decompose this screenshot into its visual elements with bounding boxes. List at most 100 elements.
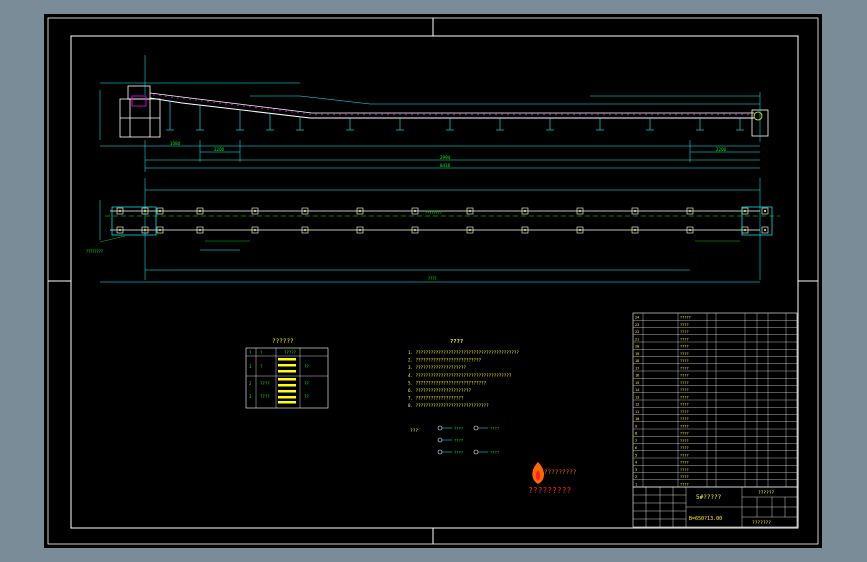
idler-dot (345, 113, 347, 116)
idler-dot (723, 113, 725, 116)
node-center (579, 229, 581, 231)
note-line: 7. ??????????????????? (408, 396, 464, 401)
company-name: ?????? (758, 490, 775, 496)
bom-name: ???? (680, 345, 689, 349)
small-table-cell: ?? (304, 381, 309, 386)
bom-name: ???? (680, 366, 689, 370)
idler-dot (309, 113, 311, 115)
bom-name: ???? (680, 359, 689, 363)
idler-dot (543, 113, 545, 116)
idler-dot (507, 113, 509, 116)
small-table-cell: ???? (260, 394, 270, 399)
bom-name: ???? (680, 417, 689, 421)
node-center (144, 229, 146, 231)
legend-label: ???? (454, 426, 463, 431)
bom-name: ???? (680, 468, 689, 472)
support-node (251, 207, 259, 215)
idler-dot (255, 106, 257, 109)
bom-index: 2 (635, 475, 637, 479)
note-line: 1. ?????????????????????????????????????… (408, 350, 519, 355)
legend-label: ???? (454, 450, 463, 455)
idler-dot (219, 102, 221, 104)
belt-lower-run (149, 97, 754, 119)
idler-dot (405, 113, 407, 116)
node-center (524, 210, 526, 212)
support-node (686, 226, 694, 234)
node-center (524, 229, 526, 231)
flame-logo-icon (532, 462, 544, 484)
idler-dot (489, 113, 491, 116)
bom-name: ???? (680, 323, 689, 327)
idler-dot (555, 113, 557, 116)
idler-dot (597, 113, 599, 116)
bom-name: ???? (680, 337, 689, 341)
idler-dot (705, 113, 707, 116)
bom-index: 22 (635, 330, 639, 334)
node-center (304, 210, 306, 212)
idler-dot (435, 113, 437, 116)
node-center (744, 210, 746, 212)
note-line: 4. ?????????????????????????????????????… (408, 373, 512, 378)
legend-label: ???? (490, 426, 499, 431)
bom-name: ???? (680, 446, 689, 450)
idler-dot (633, 113, 635, 116)
idler-dot (261, 107, 263, 110)
idler-dot (477, 113, 479, 116)
node-center (119, 210, 121, 212)
bom-index: 19 (635, 352, 639, 356)
idler-dot (603, 113, 605, 116)
bom-index: 7 (635, 439, 637, 443)
support-node (761, 226, 769, 234)
support-node (521, 207, 529, 215)
idler-dot (327, 113, 329, 116)
dim-text: 8416 (440, 163, 451, 168)
idler-dot (735, 113, 737, 116)
bom-index: 14 (635, 388, 639, 392)
component-table-title: ?????? (272, 338, 294, 345)
idler-dot (615, 113, 617, 116)
dim-text: 2200 (716, 147, 727, 152)
idler-dot (165, 95, 167, 98)
elevation-dim-texts: 1080 2200 2994 8416 2200 (170, 141, 727, 168)
support-node (141, 207, 149, 215)
idler-dot (201, 100, 203, 102)
component-table: ?????? ? ? ????? 1 ? ?? 2 ???? ?? 3 ????… (245, 338, 329, 409)
idler-dot (561, 113, 563, 116)
idler-dot (375, 113, 377, 116)
support-node (141, 226, 149, 234)
idler-dot (441, 113, 443, 116)
bom-name: ???? (680, 475, 689, 479)
idler-dot (303, 112, 305, 115)
idler-dot (627, 113, 629, 116)
bom-index: 4 (635, 461, 637, 465)
node-center (159, 210, 161, 212)
bom-index: 3 (635, 468, 637, 472)
small-table-entry (278, 401, 296, 404)
idler-dot (291, 111, 293, 113)
bom-index: 1 (635, 482, 637, 486)
idler-dot (681, 113, 683, 116)
idler-dot (339, 113, 341, 116)
idler-dot (207, 101, 209, 103)
idler-dot (357, 113, 359, 116)
bom-index: 13 (635, 395, 639, 399)
node-center (744, 229, 746, 231)
idler-dot (423, 113, 425, 116)
idler-dot (171, 96, 173, 98)
support-node (196, 207, 204, 215)
node-center (634, 210, 636, 212)
note-line: 6. ?????????????????????? (408, 388, 472, 393)
watermark-top: ????????? (544, 469, 577, 476)
node-center (579, 210, 581, 212)
bom-index: 16 (635, 374, 639, 378)
small-table-cell: 1 (249, 364, 252, 369)
small-table-entry (278, 396, 296, 399)
hopper-outline (131, 95, 147, 107)
node-center (359, 229, 361, 231)
idler-dot (513, 113, 515, 116)
idler-dot (459, 113, 461, 116)
support-node (576, 226, 584, 234)
plan-view: ???????? ???? ???????? (86, 178, 780, 283)
idler-dot (333, 113, 335, 116)
